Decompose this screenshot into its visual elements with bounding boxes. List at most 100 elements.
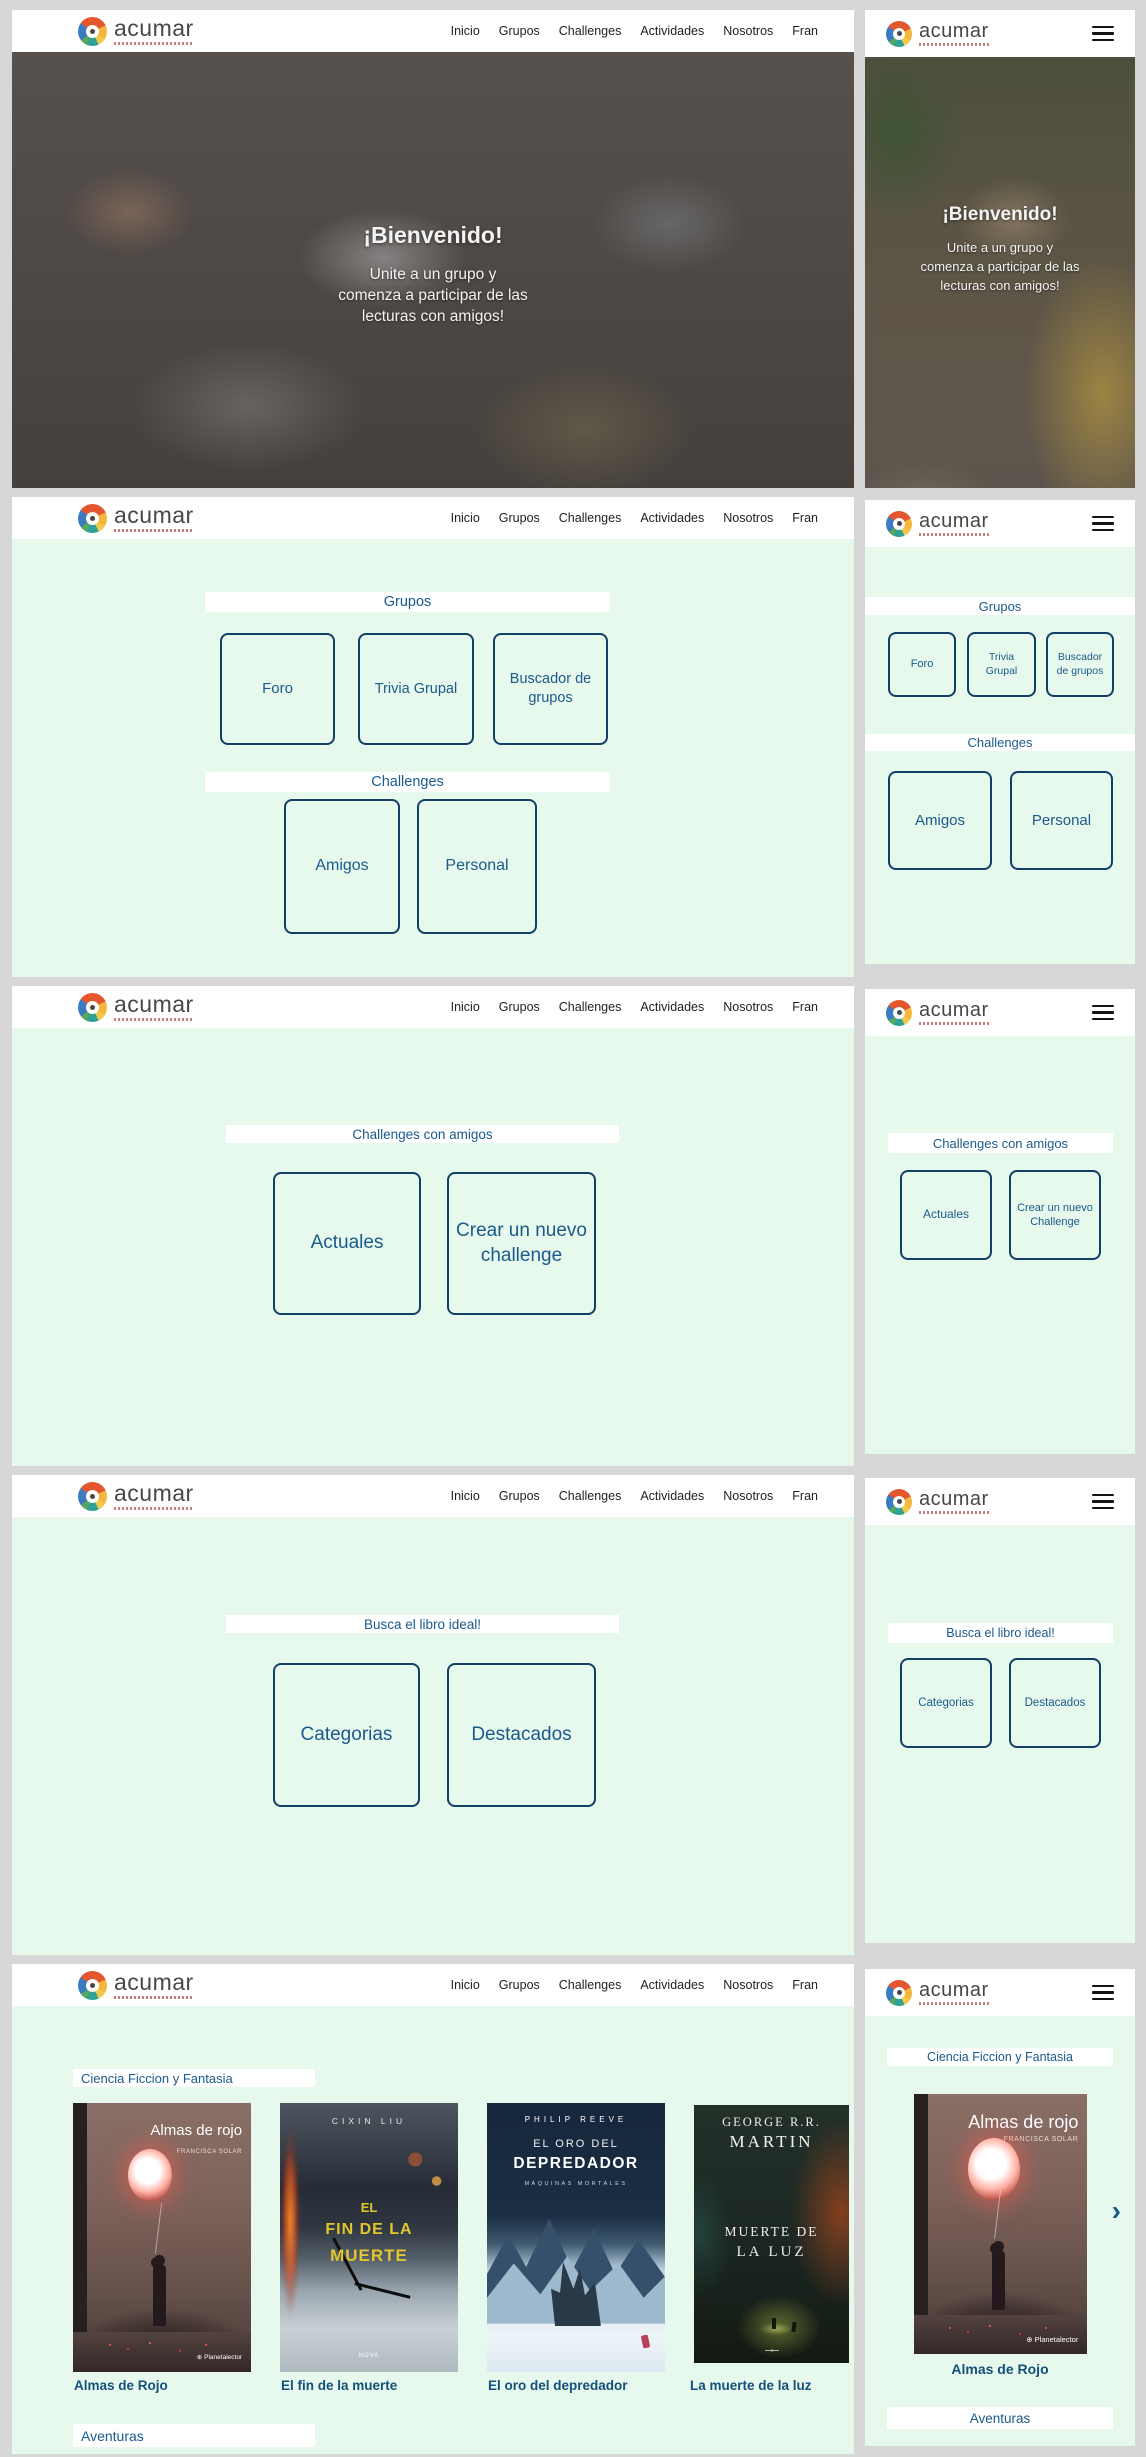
acumar-logo-icon xyxy=(886,999,912,1026)
logo[interactable]: acumar xyxy=(886,1979,989,2006)
cover-series: MÁQUINAS MORTALES xyxy=(524,2181,628,2187)
hamburger-menu-icon[interactable] xyxy=(1092,1984,1114,2001)
logo[interactable]: acumar xyxy=(78,1480,194,1511)
publisher-mark-icon: ⊕ xyxy=(1026,2334,1033,2344)
nav-item-fran[interactable]: Fran xyxy=(792,1000,818,1014)
section-heading-challenges-amigos: Challenges con amigos xyxy=(888,1133,1113,1153)
hero-subtitle-line: lecturas con amigos! xyxy=(361,308,505,325)
chevron-right-icon[interactable]: › xyxy=(1111,2195,1121,2226)
book-cover-almas-de-rojo[interactable]: Almas de rojo FRANCISCA SOLAR ⊕Planetale… xyxy=(73,2103,251,2372)
nav-item-inicio[interactable]: Inicio xyxy=(450,1489,480,1503)
nav-item-actividades[interactable]: Actividades xyxy=(640,1978,705,1992)
main-nav: Inicio Grupos Challenges Actividades Nos… xyxy=(451,1000,818,1014)
nav-item-grupos[interactable]: Grupos xyxy=(498,24,540,38)
nav-item-fran[interactable]: Fran xyxy=(792,511,818,525)
logo-name: acumar xyxy=(919,1979,989,2001)
publisher-ornament-icon xyxy=(765,2346,780,2354)
nav-item-grupos[interactable]: Grupos xyxy=(498,1489,540,1503)
hamburger-menu-icon[interactable] xyxy=(1092,25,1114,42)
actuales-button[interactable]: Actuales xyxy=(900,1170,992,1260)
crear-nuevo-challenge-button[interactable]: Crear un nuevo Challenge xyxy=(1009,1170,1101,1260)
nav-item-challenges[interactable]: Challenges xyxy=(558,24,622,38)
actuales-button[interactable]: Actuales xyxy=(273,1172,421,1315)
cover-title: Almas de rojo xyxy=(968,2112,1079,2133)
section-heading-grupos: Grupos xyxy=(205,592,610,612)
buscador-de-grupos-button[interactable]: Buscador de grupos xyxy=(493,633,608,745)
personal-button[interactable]: Personal xyxy=(417,799,537,934)
logo[interactable]: acumar xyxy=(78,16,194,46)
hero-photo: ¡Bienvenido! Unite a un grupo y comenza … xyxy=(865,57,1135,488)
nav-item-actividades[interactable]: Actividades xyxy=(640,1489,705,1503)
book-caption: El fin de la muerte xyxy=(281,2378,398,2393)
hamburger-menu-icon[interactable] xyxy=(1092,515,1114,532)
hero-subtitle-line: Unite a un grupo y xyxy=(946,240,1054,255)
book-cover-almas-de-rojo[interactable]: Almas de rojo FRANCISCA SOLAR ⊕Planetale… xyxy=(914,2094,1087,2354)
platform-art xyxy=(914,2315,1087,2354)
nav-item-grupos[interactable]: Grupos xyxy=(498,1000,540,1014)
nav-item-nosotros[interactable]: Nosotros xyxy=(723,1978,774,1992)
figure-art xyxy=(771,2318,776,2330)
nav-item-nosotros[interactable]: Nosotros xyxy=(723,1489,774,1503)
trivia-grupal-button[interactable]: Trivia Grupal xyxy=(967,632,1036,697)
categorias-button[interactable]: Categorias xyxy=(900,1658,992,1748)
amigos-button[interactable]: Amigos xyxy=(888,771,992,870)
destacados-button[interactable]: Destacados xyxy=(447,1663,596,1807)
hamburger-menu-icon[interactable] xyxy=(1092,1493,1114,1510)
nav-item-fran[interactable]: Fran xyxy=(792,1489,818,1503)
hamburger-menu-icon[interactable] xyxy=(1092,1004,1114,1021)
nav-item-nosotros[interactable]: Nosotros xyxy=(723,24,774,38)
logo[interactable]: acumar xyxy=(78,992,194,1022)
cover-title: Almas de rojo xyxy=(150,2121,243,2139)
nav-item-grupos[interactable]: Grupos xyxy=(498,511,540,525)
personal-button[interactable]: Personal xyxy=(1010,771,1113,870)
logo-name: acumar xyxy=(114,502,194,528)
buscador-de-grupos-button[interactable]: Buscador de grupos xyxy=(1046,632,1114,697)
logo[interactable]: acumar xyxy=(78,502,194,533)
site-header: acumar Inicio Grupos Challenges Activida… xyxy=(12,10,854,52)
nav-item-nosotros[interactable]: Nosotros xyxy=(723,1000,774,1014)
logo[interactable]: acumar xyxy=(886,20,989,47)
screenshot-busca-libro-mobile: acumar Busca el libro ideal! Categorias … xyxy=(865,1478,1135,1943)
foro-button[interactable]: Foro xyxy=(888,632,956,697)
nav-item-inicio[interactable]: Inicio xyxy=(450,1000,480,1014)
logo-tagline xyxy=(114,529,194,532)
trivia-grupal-button[interactable]: Trivia Grupal xyxy=(358,633,474,745)
cover-author: FRANCISCA SOLAR xyxy=(176,2148,243,2155)
publisher-mark-icon: ⊕ xyxy=(196,2354,203,2362)
foro-button[interactable]: Foro xyxy=(220,633,335,745)
hero-subtitle-line: lecturas con amigos! xyxy=(940,278,1060,293)
book-cover-la-muerte-de-la-luz[interactable]: GEORGE R.R. MARTIN MUERTE DE LA LUZ xyxy=(694,2105,849,2363)
cover-author: FRANCISCA SOLAR xyxy=(1003,2135,1079,2143)
crear-nuevo-challenge-button[interactable]: Crear un nuevo challenge xyxy=(447,1172,596,1315)
nav-item-actividades[interactable]: Actividades xyxy=(640,24,705,38)
logo[interactable]: acumar xyxy=(886,1488,989,1515)
book-cover-el-oro-del-depredador[interactable]: PHILIP REEVE EL ORO DEL DEPREDADOR MÁQUI… xyxy=(487,2103,665,2372)
nav-item-inicio[interactable]: Inicio xyxy=(450,24,480,38)
nav-item-challenges[interactable]: Challenges xyxy=(558,1978,622,1992)
nav-item-nosotros[interactable]: Nosotros xyxy=(723,511,774,525)
logo[interactable]: acumar xyxy=(78,1970,194,2000)
nav-item-actividades[interactable]: Actividades xyxy=(640,1000,705,1014)
nav-item-fran[interactable]: Fran xyxy=(792,24,818,38)
nav-item-challenges[interactable]: Challenges xyxy=(558,1000,622,1014)
logo[interactable]: acumar xyxy=(886,510,989,537)
nav-item-grupos[interactable]: Grupos xyxy=(498,1978,540,1992)
categorias-button[interactable]: Categorias xyxy=(273,1663,420,1807)
nav-item-challenges[interactable]: Challenges xyxy=(558,511,622,525)
logo-name: acumar xyxy=(919,20,989,42)
site-header: acumar Inicio Grupos Challenges Activida… xyxy=(12,1964,854,2006)
nav-item-actividades[interactable]: Actividades xyxy=(640,511,705,525)
nav-item-inicio[interactable]: Inicio xyxy=(450,511,480,525)
cover-title-line: EL xyxy=(360,2199,378,2215)
nav-item-inicio[interactable]: Inicio xyxy=(450,1978,480,1992)
book-cover-el-fin-de-la-muerte[interactable]: CIXIN LIU EL FIN DE LA MUERTE NOVA xyxy=(280,2103,458,2372)
nav-item-fran[interactable]: Fran xyxy=(792,1978,818,1992)
amigos-button[interactable]: Amigos xyxy=(284,799,400,934)
acumar-logo-icon xyxy=(886,20,912,47)
logo[interactable]: acumar xyxy=(886,999,989,1026)
site-header: acumar xyxy=(865,10,1135,57)
destacados-button[interactable]: Destacados xyxy=(1009,1658,1101,1748)
figure-art xyxy=(790,2321,797,2333)
logo-name: acumar xyxy=(114,1480,194,1506)
nav-item-challenges[interactable]: Challenges xyxy=(558,1489,622,1503)
